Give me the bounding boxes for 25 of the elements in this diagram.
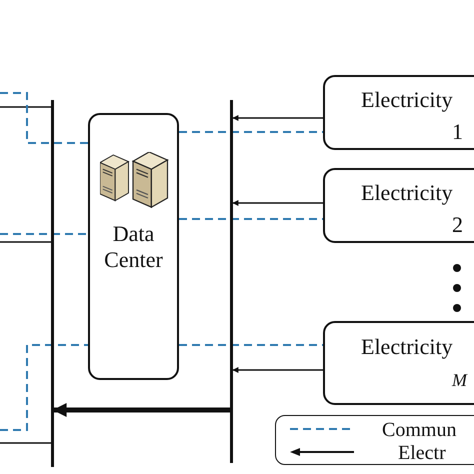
power-arrow [52, 403, 230, 417]
communication-line [179, 344, 323, 346]
node-label: Data Center [103, 221, 164, 274]
communication-line [0, 344, 88, 431]
communication-line [179, 218, 323, 220]
communication-line [0, 92, 88, 144]
supplier-box [323, 168, 474, 243]
power-arrow [232, 200, 323, 206]
node-label: Electricity [361, 182, 453, 204]
power-arrow [232, 367, 323, 373]
supplier-number: M [452, 371, 467, 389]
communication-line [179, 131, 323, 133]
power-arrow [232, 115, 323, 121]
legend-label: Commun [382, 420, 456, 440]
bus-line [51, 100, 54, 467]
supplier-number: 1 [452, 121, 463, 143]
data-center-box [88, 113, 179, 380]
legend-label: Electr [398, 443, 446, 463]
supplier-number: 2 [452, 214, 463, 236]
node-label: Electricity [361, 336, 453, 358]
bus-line [230, 100, 233, 463]
node-label: Electricity [361, 89, 453, 111]
supplier-box [323, 75, 474, 150]
communication-line [0, 233, 88, 235]
supplier-box [323, 321, 474, 405]
